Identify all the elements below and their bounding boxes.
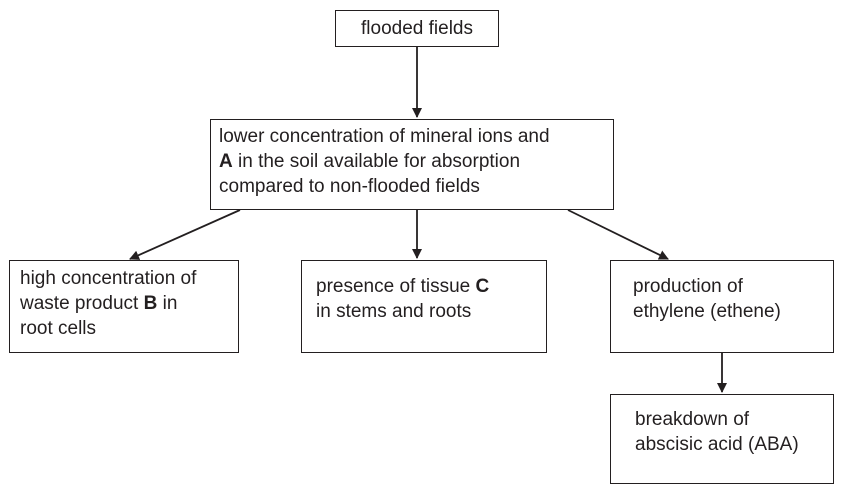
tissue-c-line-1-pre: presence of tissue: [316, 276, 476, 297]
ethylene-box: production of ethylene (ethene): [610, 260, 834, 353]
arrow-lower-to-waste: [129, 209, 241, 260]
label-a: A: [219, 151, 233, 172]
waste-product-line-1: high concentration of: [20, 268, 197, 289]
lower-concentration-line-3: compared to non-flooded fields: [219, 176, 480, 197]
tissue-c-box: presence of tissue C in stems and roots: [301, 260, 547, 353]
aba-line-1: breakdown of: [635, 409, 750, 430]
waste-product-line-2: waste product B in: [20, 291, 238, 316]
label-b: B: [143, 293, 158, 314]
waste-product-line-2-post: in: [157, 293, 178, 314]
flooded-fields-text: flooded fields: [361, 18, 473, 39]
tissue-c-line-1: presence of tissue C: [316, 274, 546, 299]
waste-product-line-3: root cells: [20, 318, 97, 339]
tissue-c-line-2: in stems and roots: [316, 301, 472, 322]
waste-product-box: high concentration of waste product B in…: [9, 260, 239, 353]
lower-concentration-line-1: lower concentration of mineral ions and: [219, 126, 550, 147]
aba-breakdown-box: breakdown of abscisic acid (ABA): [610, 394, 834, 484]
lower-concentration-line-2-rest: in the soil available for absorption: [232, 151, 521, 172]
label-c: C: [475, 276, 490, 297]
lower-concentration-line-2: A in the soil available for absorption: [219, 149, 613, 174]
aba-line-2: abscisic acid (ABA): [635, 434, 799, 455]
waste-product-line-2-pre: waste product: [20, 293, 144, 314]
arrow-lower-to-ethylene: [567, 209, 669, 260]
ethylene-line-2: ethylene (ethene): [633, 301, 781, 322]
lower-concentration-box: lower concentration of mineral ions and …: [210, 119, 614, 210]
ethylene-line-1: production of: [633, 276, 743, 297]
flooded-fields-box: flooded fields: [335, 10, 499, 47]
